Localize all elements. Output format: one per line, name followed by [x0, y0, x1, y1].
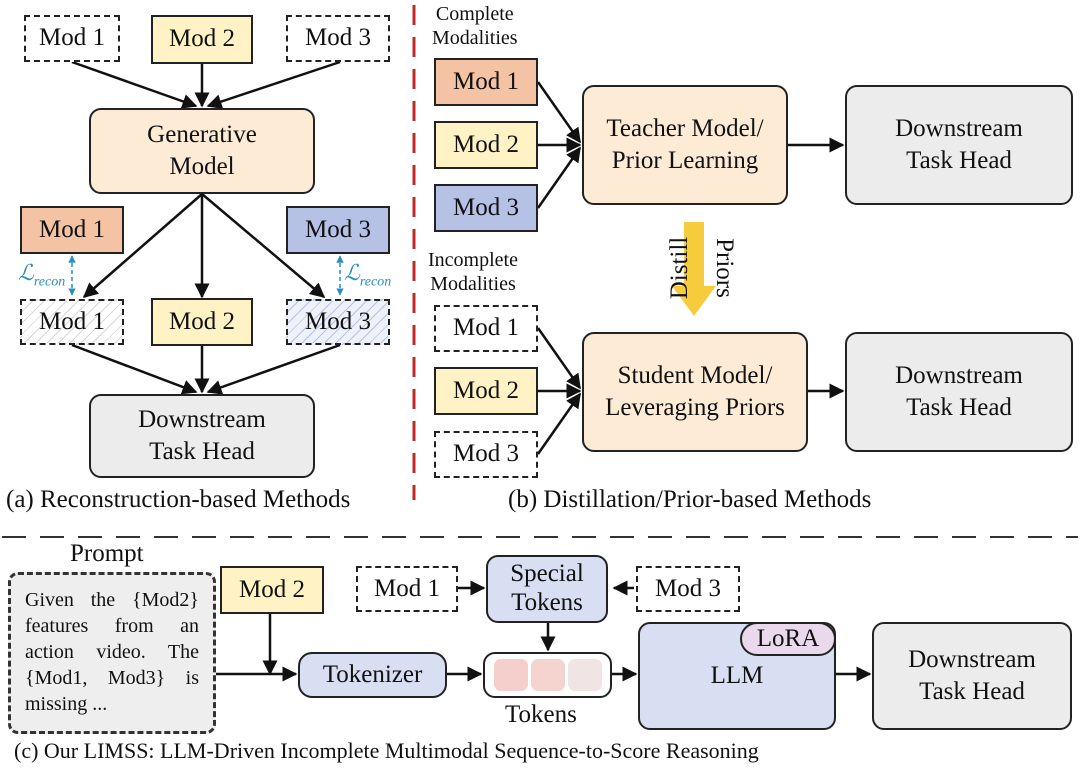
prompt-title: Prompt	[70, 540, 144, 567]
incomplete-mod-3: Mod 3	[434, 431, 538, 478]
panel-c-arrows	[216, 580, 872, 682]
complete-mod-3: Mod 3	[434, 184, 538, 232]
tokenizer-box: Tokenizer	[298, 652, 447, 698]
incomplete-mod-1: Mod 1	[434, 305, 538, 352]
panel-a-input-mod-1: Mod 1	[24, 15, 120, 62]
panel-a-downstream-head: Downstream Task Head	[89, 394, 315, 478]
generative-model-box: Generative Model	[89, 108, 315, 194]
recon-loss-label-left: ℒrecon	[18, 260, 66, 290]
panel-a-input-mod-2: Mod 2	[151, 15, 253, 64]
token-3	[568, 659, 602, 691]
recon-loss-label-right: ℒrecon	[344, 260, 392, 290]
complete-mod-2: Mod 2	[434, 121, 538, 169]
panel-a-mod-2-passthrough: Mod 2	[151, 298, 253, 346]
student-model-box: Student Model/ Leveraging Priors	[582, 332, 808, 452]
distill-label: Distill	[666, 236, 693, 300]
panel-c-missing-mod-1: Mod 1	[356, 566, 458, 612]
prompt-text-box: Given the {Mod2} features from an action…	[8, 572, 216, 734]
caption-c: (c) Our LIMSS: LLM-Driven Incomplete Mul…	[14, 738, 759, 763]
panel-c-missing-mod-3: Mod 3	[636, 566, 740, 612]
ground-truth-mod-3: Mod 3	[286, 206, 390, 254]
caption-b: (b) Distillation/Prior-based Methods	[508, 486, 872, 513]
panel-c-downstream-head: Downstream Task Head	[872, 622, 1072, 730]
teacher-model-box: Teacher Model/ Prior Learning	[582, 85, 788, 205]
lora-badge: LoRA	[740, 622, 836, 656]
complete-modalities-label: Complete Modalities	[432, 3, 518, 49]
incomplete-mod-2: Mod 2	[434, 367, 538, 415]
tokens-box	[483, 652, 612, 698]
incomplete-modalities-label: Incomplete Modalities	[428, 249, 518, 295]
panel-b-downstream-head-top: Downstream Task Head	[845, 85, 1073, 205]
panel-a-arrows	[71, 60, 341, 395]
caption-a: (a) Reconstruction-based Methods	[6, 486, 351, 513]
reconstructed-mod-3: Mod 3	[286, 299, 390, 345]
panel-b-downstream-head-bottom: Downstream Task Head	[845, 332, 1073, 452]
panel-c-mod-2: Mod 2	[220, 566, 324, 614]
priors-label: Priors	[711, 238, 738, 298]
reconstructed-mod-1: Mod 1	[20, 299, 124, 345]
token-1	[494, 659, 528, 691]
token-2	[531, 659, 565, 691]
distill-arrow	[672, 222, 716, 316]
panel-b-arrows	[536, 81, 845, 455]
panel-a-input-mod-3: Mod 3	[286, 15, 390, 62]
special-tokens-box: Special Tokens	[486, 555, 608, 623]
tokens-label: Tokens	[505, 701, 577, 728]
ground-truth-mod-1: Mod 1	[20, 206, 124, 254]
complete-mod-1: Mod 1	[434, 58, 538, 106]
